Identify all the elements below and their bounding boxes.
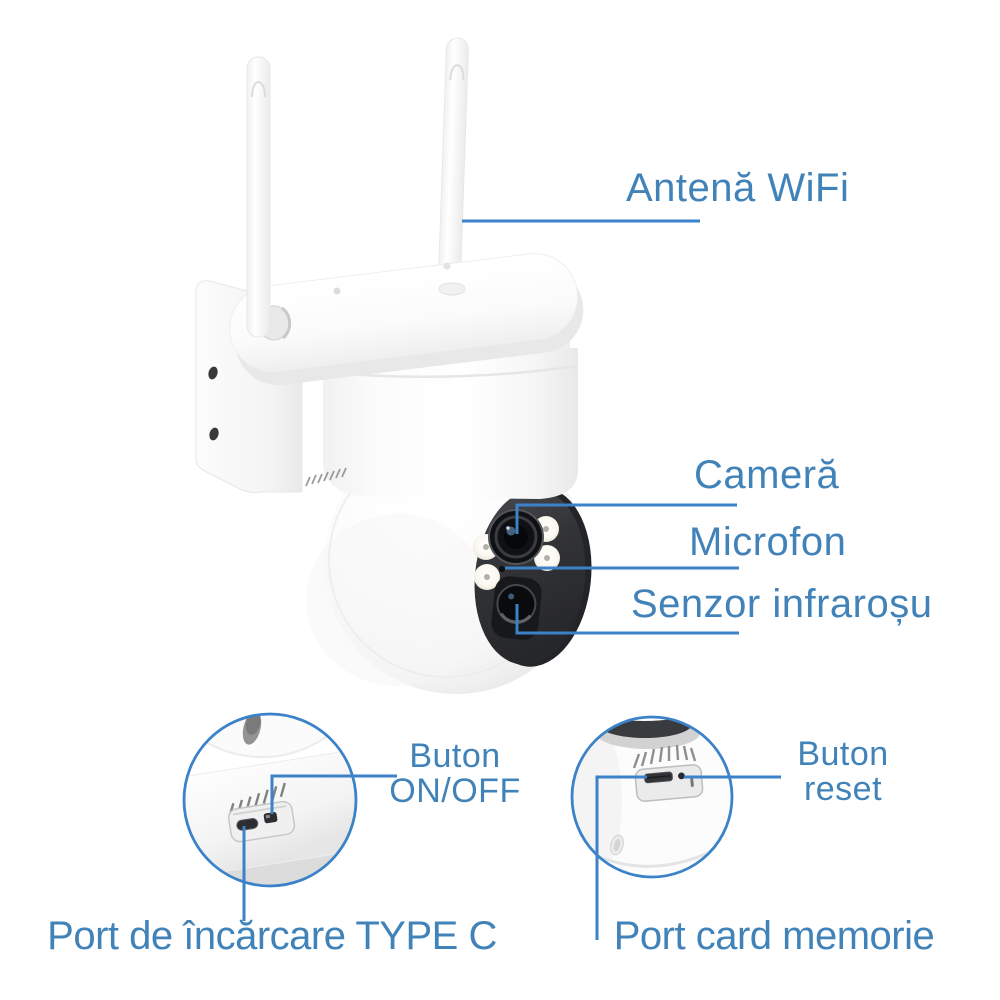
- leader-lines: [242, 219, 781, 940]
- microphone-hole: [499, 566, 505, 572]
- label-power-button-line2: ON/OFF: [389, 771, 521, 810]
- callout-ring: [570, 715, 734, 879]
- callout-ring: [182, 712, 358, 888]
- top-plate: [229, 253, 584, 386]
- label-reset-button-line1: Buton: [797, 735, 889, 773]
- card-recess: [634, 764, 704, 802]
- body-vents: [305, 467, 347, 487]
- recess-shadow: [232, 805, 287, 816]
- wifi-antenna-right: [437, 37, 469, 293]
- ir-led: [474, 564, 500, 590]
- bracket-screw-hole: [209, 427, 219, 441]
- leader-infrared: [515, 604, 739, 635]
- back-vents: [632, 744, 697, 769]
- label-power-button: Buton ON/OFF: [372, 739, 538, 808]
- callout-bottom-ports: [182, 712, 358, 888]
- label-power-button-line1: Buton: [409, 737, 501, 775]
- antenna-notch: [449, 64, 465, 81]
- leader-card: [595, 775, 647, 940]
- leader-power-button: [270, 774, 397, 814]
- label-microphone: Microfon: [689, 520, 847, 564]
- plate-hole: [333, 287, 341, 295]
- label-antenna-wifi: Antenă WiFi: [626, 166, 850, 210]
- label-reset-button-line2: reset: [803, 769, 883, 808]
- sphere-bottom: [184, 714, 356, 758]
- camera-lens: [488, 509, 544, 565]
- reset-button-hole: [678, 772, 685, 780]
- sphere-screw-hole: [610, 834, 624, 856]
- camera-face-panel: [473, 487, 592, 667]
- antenna-notch: [251, 81, 266, 98]
- bracket-screw-hole: [208, 366, 218, 380]
- label-infrared-sensor: Senzor infraroșu: [631, 582, 933, 626]
- power-button-highlight: [265, 814, 271, 819]
- plate-hole: [443, 262, 451, 270]
- leader-camera: [515, 503, 737, 534]
- label-reset-button: Buton reset: [780, 737, 906, 806]
- label-charging-port: Port de încărcare TYPE C: [47, 914, 497, 958]
- ir-led: [534, 545, 560, 571]
- wifi-antenna-left: [246, 56, 271, 338]
- power-button: [263, 812, 278, 824]
- label-memory-card-port: Port card memorie: [613, 914, 935, 958]
- antenna-base: [438, 282, 466, 296]
- callout-sd-reset: [570, 715, 734, 879]
- label-camera: Cameră: [694, 453, 840, 497]
- face-panel-edge: [598, 717, 692, 738]
- type-c-port: [236, 818, 259, 831]
